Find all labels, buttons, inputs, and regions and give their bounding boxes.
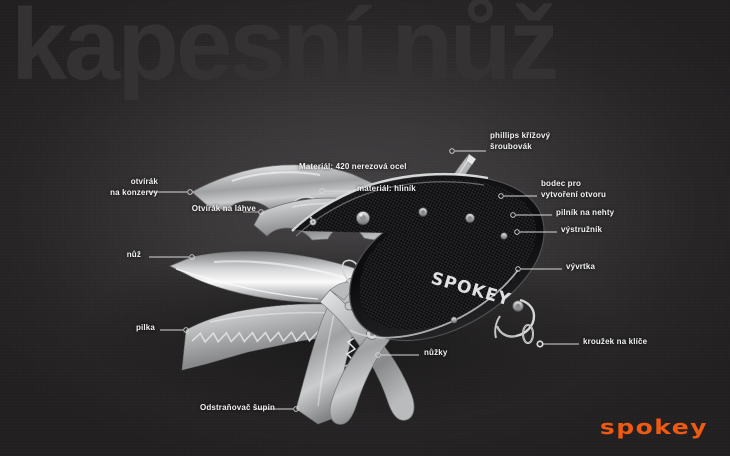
leader-endpoint-phillips-krizovy-sroubovak: [449, 148, 455, 154]
callout-label-nuzky: nůžky: [424, 348, 448, 357]
callout-label-vyvrtka: vývrtka: [566, 262, 596, 271]
callout-label-krouzek-na-klice: kroužek na klíče: [583, 337, 648, 346]
callout-label-otvirak-na-lahve: Otvírák na láhve: [191, 204, 256, 213]
handle-rivets: [309, 207, 524, 324]
callout-label-odstranovac-supin: Odstraňovač šupin: [199, 403, 275, 412]
callout-label-pilka: pilka: [136, 323, 155, 332]
callout-label-nuz: nůž: [126, 250, 141, 259]
callout-label-material-hlinik: materiál: hliník: [357, 184, 416, 193]
callout-label-pilnik-na-nehty: pilník na nehty: [556, 208, 615, 217]
callout-label-material-420-nerezova-ocel: Materiál: 420 nerezová ocel: [299, 162, 407, 171]
callout-label-phillips-krizovy-sroubovak: phillips křížový šroubovák: [490, 131, 551, 151]
watermark-title: kapesní nůž: [11, 0, 559, 101]
knife-handle: SPOKEY: [291, 172, 545, 342]
callout-label-otvirak-na-konzervy: otvírák na konzervy: [110, 177, 158, 197]
spokey-brand-logo: spokey: [599, 415, 708, 439]
key-ring: [494, 298, 544, 348]
callout-label-vystruznik: výstružník: [561, 225, 603, 234]
callout-label-bodec-pro-vytvoreni-otvoru: bodec pro vytvoření otvoru: [541, 179, 607, 199]
